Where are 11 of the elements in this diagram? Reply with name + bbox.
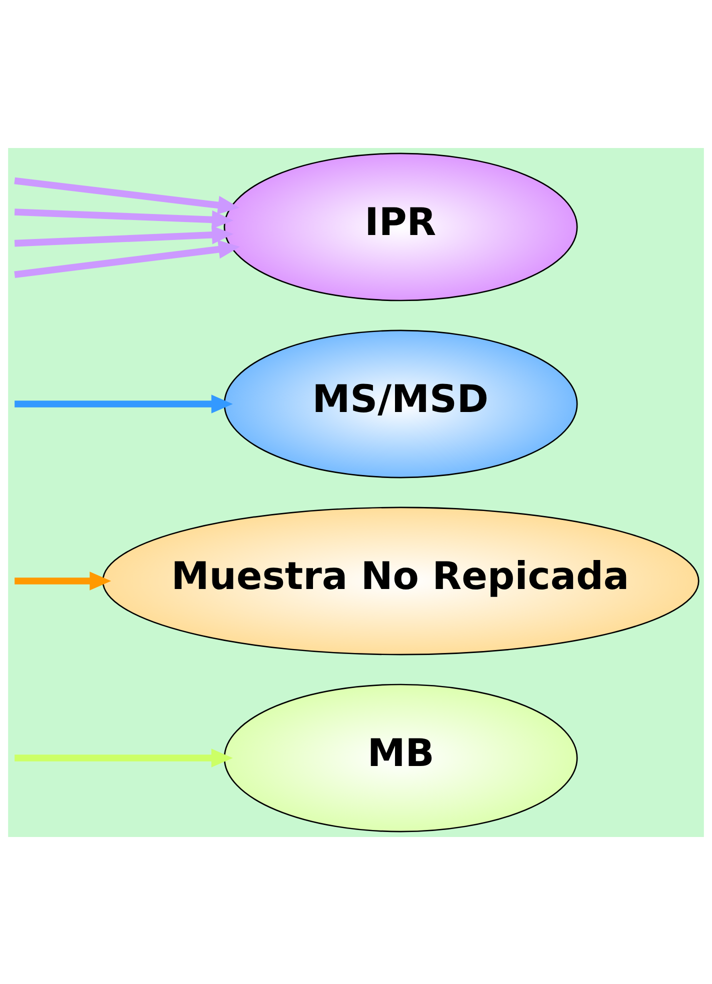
node-ellipse: MS/MSD xyxy=(224,329,578,478)
arrow xyxy=(14,225,234,246)
arrow xyxy=(14,571,112,590)
node-ellipse: IPR xyxy=(224,152,578,301)
arrow xyxy=(14,748,233,767)
arrow xyxy=(14,394,233,413)
node-ellipse: Muestra No Repicada xyxy=(102,506,700,655)
arrow xyxy=(14,176,240,214)
arrow xyxy=(14,208,234,229)
arrow xyxy=(14,240,240,278)
node-ellipse: MB xyxy=(224,683,578,832)
